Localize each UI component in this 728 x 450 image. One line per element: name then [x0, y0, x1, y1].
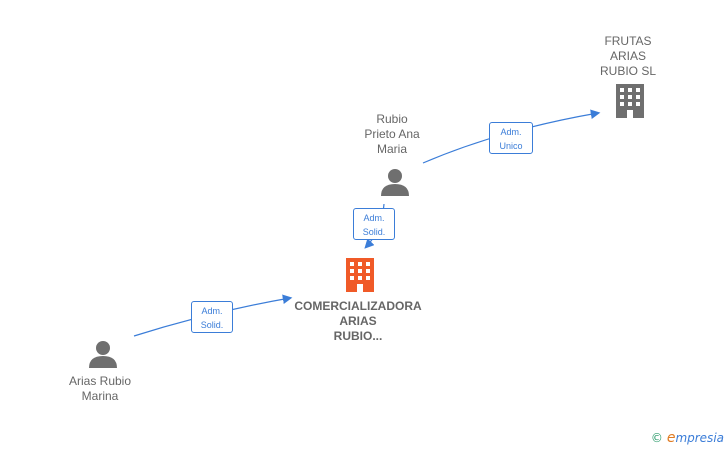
person-icon[interactable]: [380, 168, 410, 196]
edge-label-adm-solid: Adm. Solid.: [353, 208, 395, 240]
building-icon[interactable]: [614, 84, 646, 118]
edge-label-adm-solid: Adm. Solid.: [191, 301, 233, 333]
edge-label-adm-unico: Adm. Unico: [489, 122, 533, 154]
building-icon[interactable]: [344, 258, 376, 292]
copyright-symbol: ©: [650, 431, 663, 445]
arias-marina-label[interactable]: Arias Rubio Marina: [68, 374, 132, 403]
brand-initial: e: [666, 430, 676, 446]
empresia-logo: ©empresia: [651, 430, 724, 446]
frutas-label[interactable]: FRUTAS ARIAS RUBIO SL: [599, 34, 656, 78]
rubio-prieto-label[interactable]: Rubio Prieto Ana Maria: [364, 112, 420, 156]
brand-name: mpresia: [675, 431, 724, 445]
person-icon[interactable]: [88, 340, 118, 368]
comercializadora-label[interactable]: COMERCIALIZADORA ARIAS RUBIO...: [294, 299, 422, 343]
